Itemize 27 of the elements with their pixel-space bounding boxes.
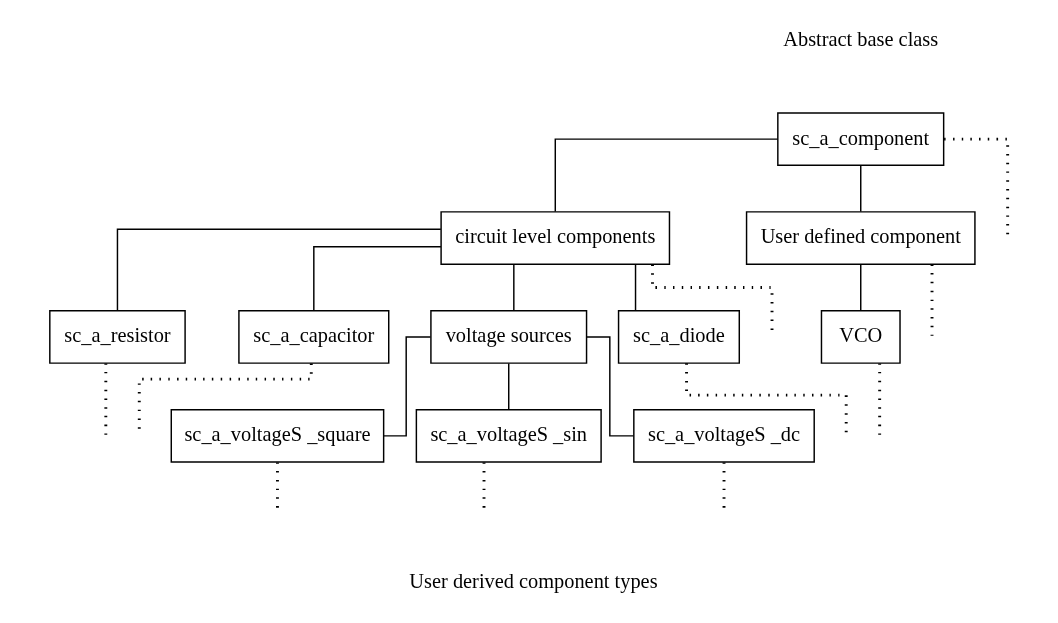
connector: [878, 363, 882, 435]
node-box: sc_a_diode: [617, 310, 740, 364]
node-box: sc_a_voltageS _sin: [415, 408, 602, 463]
connector: [634, 263, 637, 312]
connector: [860, 164, 862, 213]
connector: [860, 263, 862, 312]
node-box: VCO: [820, 310, 901, 364]
node-box: sc_a_voltageS _square: [170, 408, 385, 463]
node-box: voltage sources: [430, 310, 588, 364]
connector: [508, 362, 510, 410]
connector: [554, 138, 779, 213]
connector: [313, 246, 442, 312]
connector: [586, 336, 635, 437]
node-box: sc_a_resistor: [49, 310, 186, 364]
connector: [513, 263, 515, 312]
node-box: sc_a_voltageS _dc: [633, 408, 815, 463]
node-box: sc_a_component: [777, 112, 945, 167]
connector: [930, 264, 934, 336]
label: User derived component types: [409, 570, 658, 593]
connector: [685, 363, 848, 435]
connector: [104, 363, 108, 435]
node-box: sc_a_capacitor: [238, 310, 390, 364]
node-box: circuit level components: [440, 211, 671, 265]
connector: [116, 228, 442, 312]
node-label: Abstract base class: [783, 27, 939, 50]
node-box: User defined component: [745, 211, 976, 265]
connector: [383, 336, 432, 437]
